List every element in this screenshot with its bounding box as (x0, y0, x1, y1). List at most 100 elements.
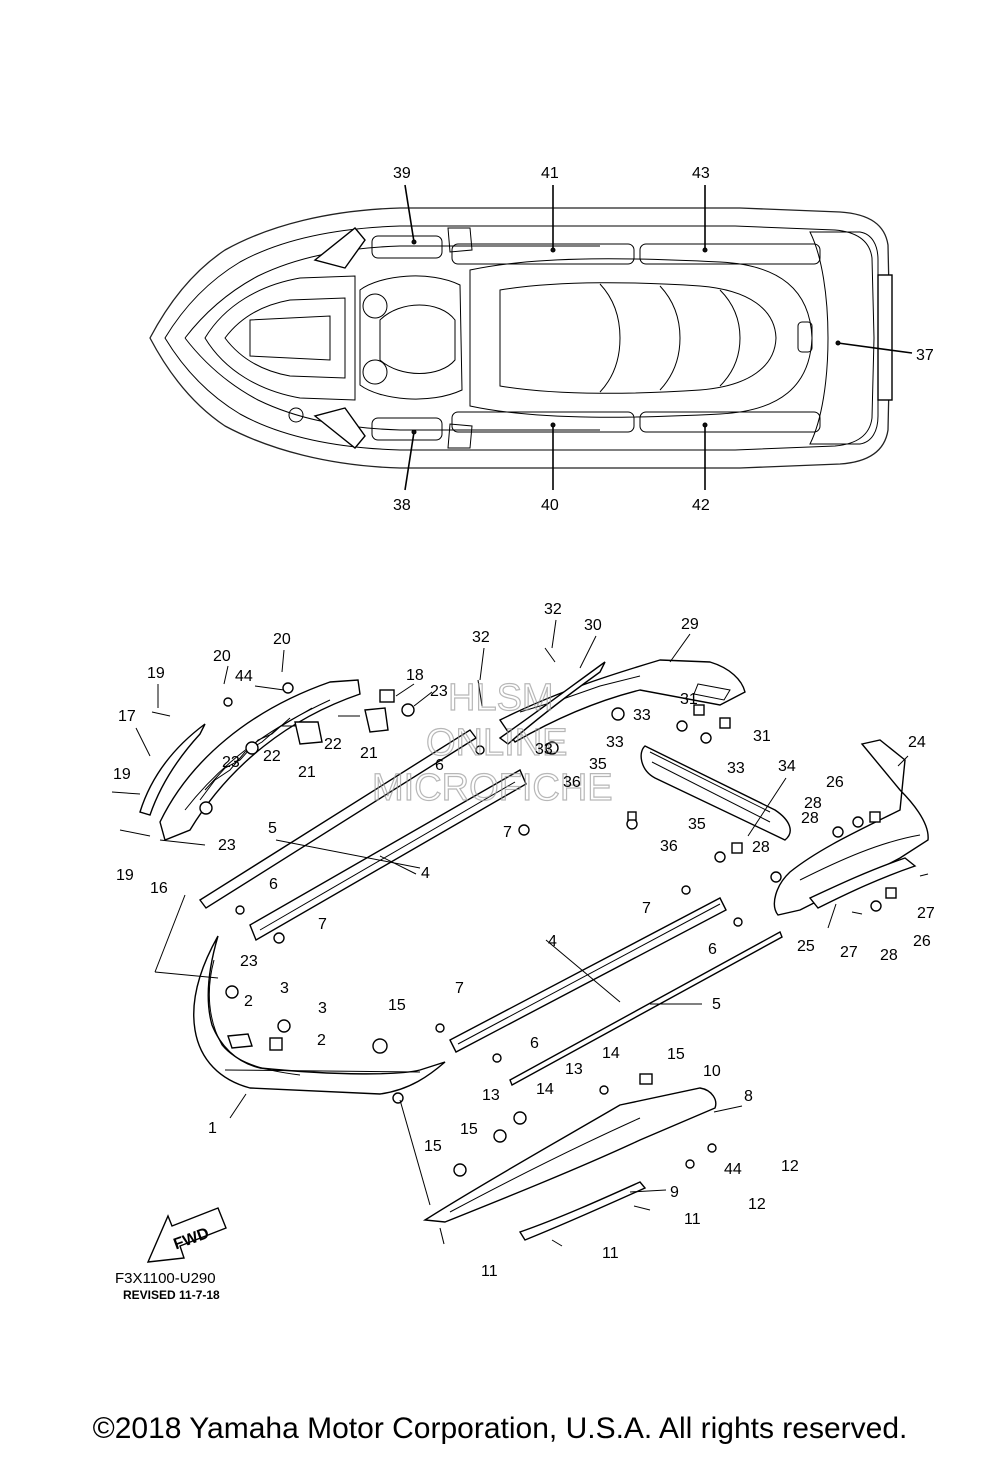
watermark-line-1: HLSM (448, 677, 554, 719)
mat-39 (371, 235, 443, 259)
revised-date: REVISED 11-7-18 (123, 1288, 220, 1302)
part-34 (640, 745, 791, 841)
callout-leaders (135, 619, 909, 1193)
callout-36: 36 (660, 838, 678, 855)
callout-1: 1 (208, 1120, 217, 1137)
callout-39: 39 (393, 165, 411, 182)
callout-6: 6 (435, 757, 444, 774)
callout-21: 21 (298, 764, 316, 781)
callout-4: 4 (421, 865, 430, 882)
callout-29: 29 (681, 616, 699, 633)
callout-32: 32 (472, 629, 490, 646)
part-8 (422, 1087, 717, 1223)
callout-14: 14 (536, 1081, 554, 1098)
callout-18: 18 (406, 667, 424, 684)
part-5-right (509, 931, 783, 1086)
callout-19: 19 (113, 766, 131, 783)
fwd-arrow-icon: FWD (146, 1207, 227, 1263)
callout-7: 7 (455, 980, 464, 997)
callout-13: 13 (482, 1087, 500, 1104)
part-9 (518, 1181, 647, 1241)
callout-6: 6 (269, 876, 278, 893)
callout-4: 4 (548, 933, 557, 950)
callout-2: 2 (317, 1032, 326, 1049)
callout-20: 20 (273, 631, 291, 648)
watermark: HLSM ONLINE MICROFICHE (371, 676, 613, 809)
callout-labels: 39 41 43 37 38 40 42 32 30 29 32 20 18 2… (113, 165, 935, 1280)
callout-26: 26 (913, 933, 931, 950)
callout-35: 35 (589, 756, 607, 773)
callout-38: 38 (393, 497, 411, 514)
callout-22: 22 (324, 736, 342, 753)
watercraft-top-view (149, 184, 913, 491)
callout-40: 40 (541, 497, 559, 514)
callout-22: 22 (263, 748, 281, 765)
callout-6: 6 (530, 1035, 539, 1052)
callout-31: 31 (753, 728, 771, 745)
callout-23: 23 (240, 953, 258, 970)
callout-2: 2 (244, 993, 253, 1010)
callout-23: 23 (218, 837, 236, 854)
mat-42 (639, 411, 821, 433)
callout-20: 20 (213, 648, 231, 665)
callout-15: 15 (460, 1121, 478, 1138)
diagram-code: F3X1100-U290 (115, 1270, 216, 1287)
part-17 (139, 723, 206, 816)
callout-33: 33 (535, 741, 553, 758)
part-4-left (249, 769, 527, 942)
callout-9: 9 (670, 1184, 679, 1201)
callout-27: 27 (840, 944, 858, 961)
mat-41 (451, 243, 635, 265)
callout-30: 30 (584, 617, 602, 634)
callout-25: 25 (797, 938, 815, 955)
callout-21: 21 (360, 745, 378, 762)
callout-27: 27 (917, 905, 935, 922)
copyright-notice: ©2018 Yamaha Motor Corporation, U.S.A. A… (92, 1412, 908, 1445)
callout-42: 42 (692, 497, 710, 514)
callout-28: 28 (801, 810, 819, 827)
callout-23: 23 (430, 683, 448, 700)
callout-34: 34 (778, 758, 796, 775)
callout-15: 15 (424, 1138, 442, 1155)
callout-10: 10 (703, 1063, 721, 1080)
watermark-line-2: ONLINE (426, 722, 567, 764)
callout-44: 44 (235, 668, 253, 685)
callout-23: 23 (222, 754, 240, 771)
callout-37: 37 (916, 347, 934, 364)
callout-7: 7 (503, 824, 512, 841)
callout-11: 11 (602, 1245, 619, 1262)
part-24 (773, 739, 929, 916)
callout-8: 8 (744, 1088, 753, 1105)
part-1 (193, 935, 446, 1095)
callout-43: 43 (692, 165, 710, 182)
callout-19: 19 (147, 665, 165, 682)
callout-28: 28 (804, 795, 822, 812)
callout-28: 28 (752, 839, 770, 856)
callout-33: 33 (633, 707, 651, 724)
callout-15: 15 (667, 1046, 685, 1063)
callout-11: 11 (684, 1211, 701, 1228)
callout-35: 35 (688, 816, 706, 833)
callout-13: 13 (565, 1061, 583, 1078)
part-25 (808, 857, 917, 909)
part-16 (159, 679, 361, 841)
callout-36: 36 (563, 774, 581, 791)
callout-19: 19 (116, 867, 134, 884)
callout-5: 5 (268, 820, 277, 837)
callout-24: 24 (908, 734, 926, 751)
callout-33: 33 (727, 760, 745, 777)
callout-14: 14 (602, 1045, 620, 1062)
callout-12: 12 (781, 1158, 799, 1175)
watermark-line-3: MICROFICHE (372, 767, 613, 809)
part-5-left (198, 729, 478, 909)
callout-33: 33 (606, 734, 624, 751)
callout-6: 6 (708, 941, 717, 958)
callout-11: 11 (481, 1263, 498, 1280)
callout-7: 7 (318, 916, 327, 933)
mat-38 (371, 417, 443, 441)
callout-26: 26 (826, 774, 844, 791)
callout-17: 17 (118, 708, 136, 725)
part-30 (498, 661, 606, 745)
mat-40 (451, 411, 635, 433)
